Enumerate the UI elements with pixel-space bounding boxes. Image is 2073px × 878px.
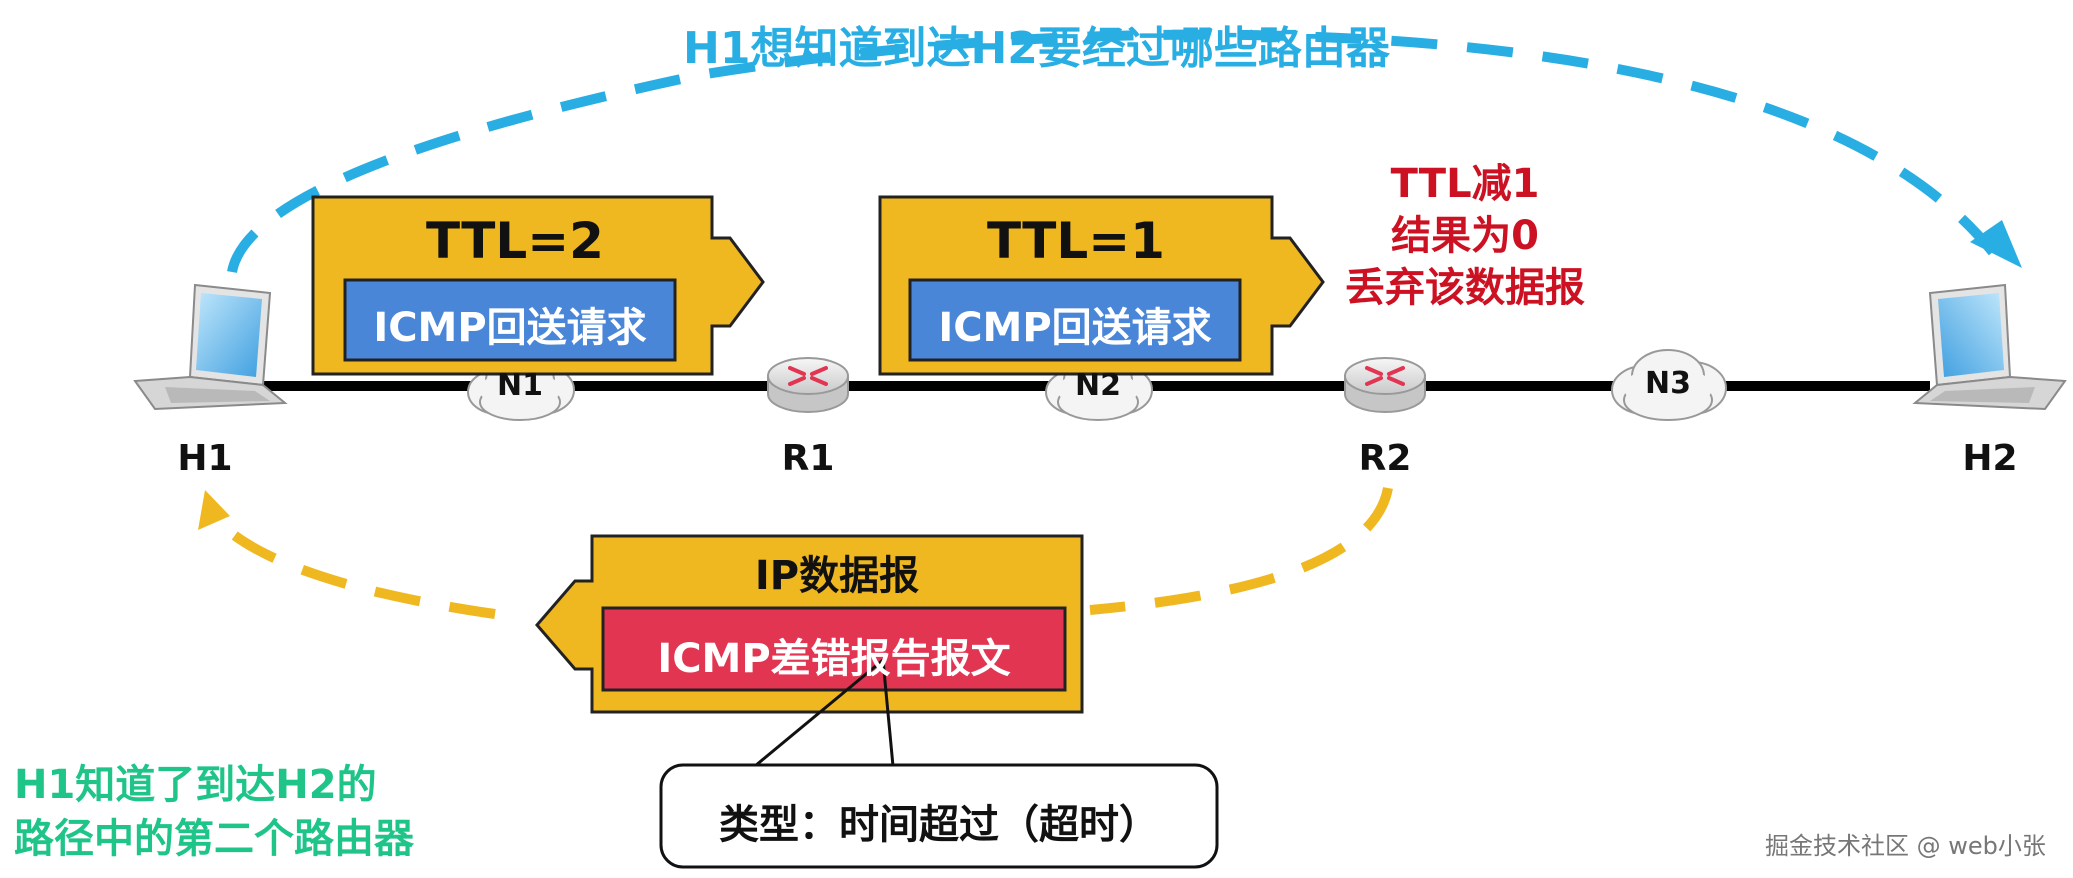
conclusion-line: 路径中的第二个路由器 [14,816,414,862]
router-label: R1 [781,438,835,479]
ttl-label: TTL=1 [987,212,1165,270]
bottom-dashed-arc [198,486,1393,619]
callout-pointer [754,658,895,768]
bottom-arc-arrowhead [198,490,230,530]
conclusion-text: H1知道了到达H2的 路径中的第二个路由器 [14,758,414,866]
packet-box [878,195,1325,376]
conclusion-line: H1知道了到达H2的 [14,762,377,808]
router-icon [1344,357,1426,413]
payload-box [908,278,1242,362]
reply-header-label: IP数据报 [754,553,920,599]
network-label: N2 [1075,368,1121,403]
drop-note-line: 结果为0 [1391,213,1539,259]
network-label: N1 [497,368,543,403]
packet-box [311,195,765,376]
drop-note-line: 丢弃该数据报 [1345,265,1585,311]
network-label: N3 [1645,366,1691,401]
payload-label: ICMP回送请求 [938,305,1212,351]
laptop-icon [1912,283,2067,411]
callout-box [659,763,1219,869]
ttl-label: TTL=2 [426,212,604,270]
callout-text: 类型：时间超过（超时） [719,802,1159,848]
top-arc-arrowhead [1970,220,2022,268]
router-label: R2 [1358,438,1412,479]
cloud-icon [1611,349,1727,421]
payload-box [343,278,677,362]
payload-label: ICMP回送请求 [373,305,647,351]
diagram-title: H1想知道到达H2要经过哪些路由器 [683,23,1390,74]
error-payload-label: ICMP差错报告报文 [657,636,1011,682]
error-payload-box [601,606,1067,692]
host-label: H2 [1962,438,2018,479]
laptop-icon [133,283,288,411]
top-dashed-arc [227,29,2022,274]
drop-note-line: TTL减1 [1390,161,1540,207]
host-label: H1 [177,438,233,479]
router-icon [767,357,849,413]
drop-note: TTL减1 结果为0 丢弃该数据报 [1295,158,1635,314]
reply-packet-box [535,534,1084,714]
watermark: 掘金技术社区 @ web小张 [1765,832,2046,860]
